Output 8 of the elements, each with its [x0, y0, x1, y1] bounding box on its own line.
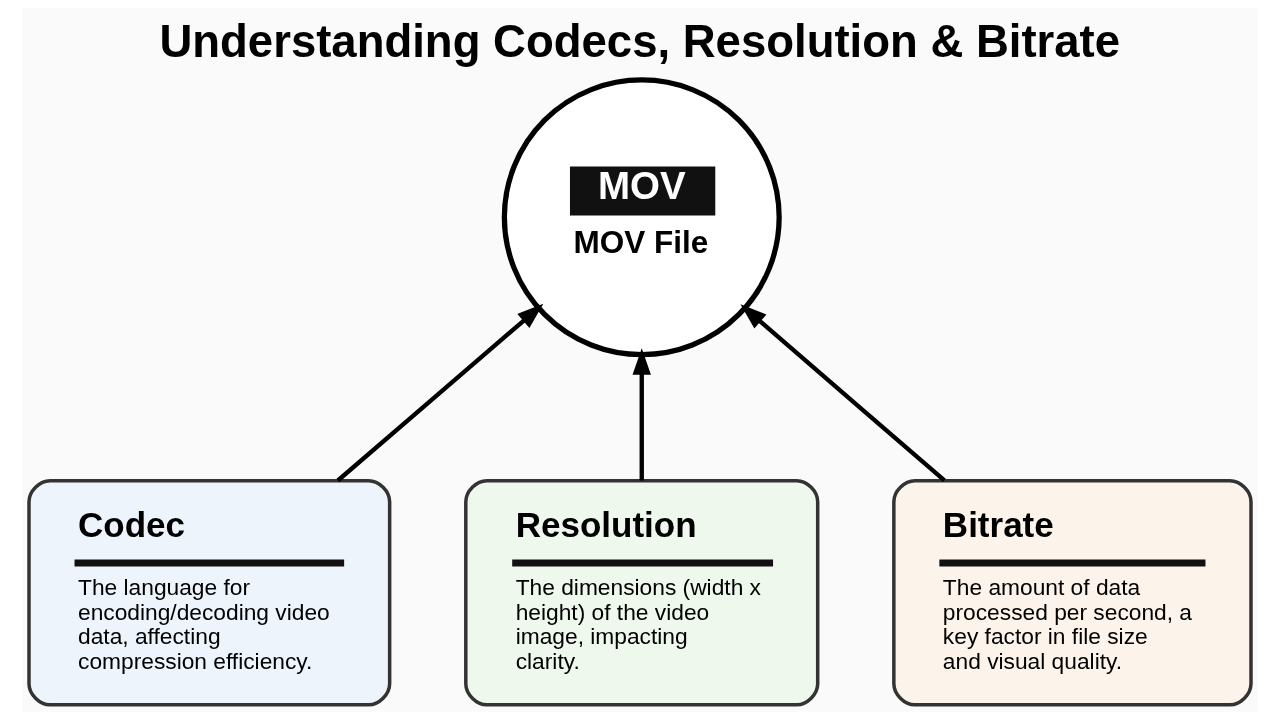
arrow — [632, 348, 651, 481]
node-box: Bitrate The amount of data processed per second, a key factor in file size and visual quality. — [892, 479, 1253, 707]
node-box: Codec The language for encoding/decoding video data, affecting compression efficiency. — [27, 479, 392, 707]
node-box: Resolution The dimensions (width x height) of the video image, impacting clarity. — [464, 479, 820, 707]
diagram-title: Understanding Codecs, Resolution & Bitrate — [159, 15, 1121, 67]
arrow — [740, 304, 946, 483]
arrow — [336, 303, 544, 483]
node-circle: MOV MOV File — [501, 77, 782, 358]
